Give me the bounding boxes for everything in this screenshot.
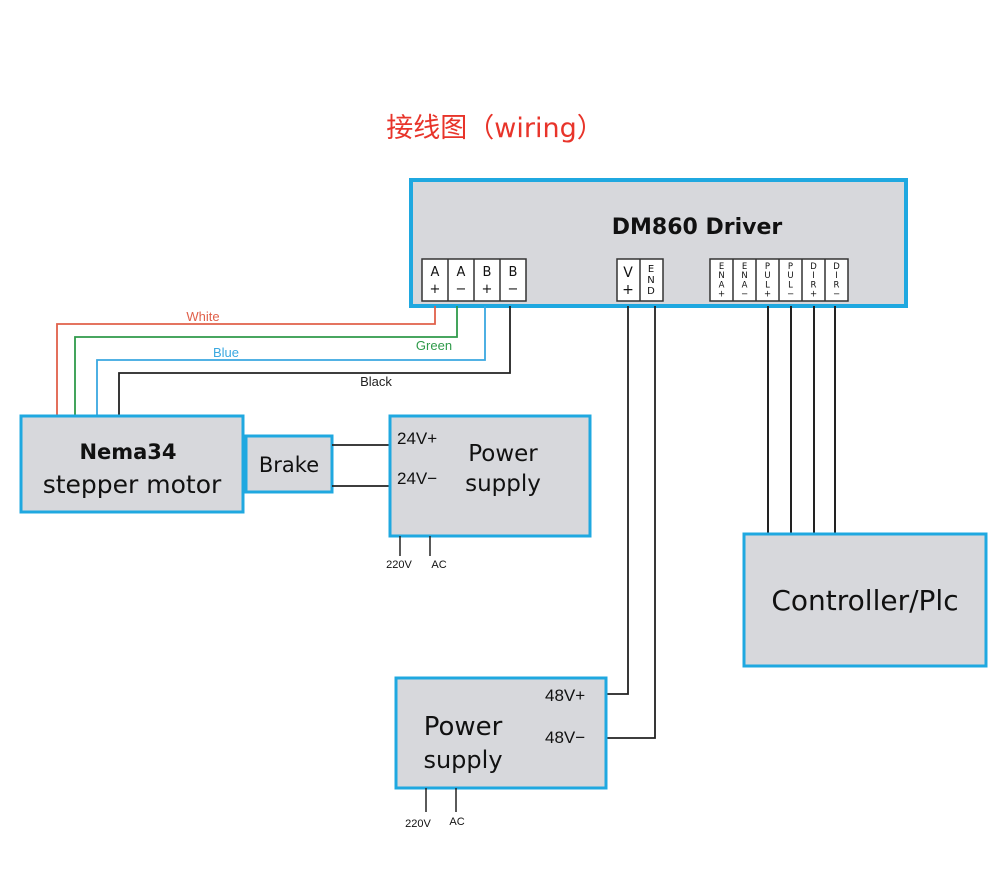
terminal-signal-3-char-3: −	[787, 290, 794, 300]
wire-blue	[96, 306, 486, 416]
terminal-power-end-char-1: N	[647, 275, 654, 286]
wire-white	[56, 306, 436, 416]
terminal-signal-5-char-2: R	[834, 280, 840, 290]
terminal-signal-1-char-2: A	[742, 280, 748, 290]
terminal-motor-3-bottom: −	[508, 282, 519, 297]
wire-power-plus	[606, 306, 629, 695]
terminal-motor-1-top: A	[457, 265, 466, 280]
main-power-input-v-label: 220V	[405, 818, 431, 830]
main-power-input-ac-label: AC	[449, 816, 464, 828]
terminal-signal-3-char-0: P	[788, 262, 793, 272]
brake-power-minus-label: 24V−	[397, 469, 437, 488]
terminal-power-v-top: V	[623, 265, 633, 281]
terminal-motor-3-top: B	[509, 265, 518, 280]
terminal-signal-5-char-0: D	[833, 262, 840, 272]
main-power-minus-label: 48V−	[545, 728, 585, 747]
terminal-signal-4-char-1: I	[812, 271, 815, 281]
terminal-signal-2-char-1: U	[764, 271, 770, 281]
terminal-motor-2-top: B	[483, 265, 492, 280]
wire-label-white: White	[186, 309, 219, 324]
motor-label-line2: stepper motor	[43, 470, 222, 499]
main-power-plus-label: 48V+	[545, 686, 585, 705]
terminal-signal-2-char-2: L	[765, 280, 770, 290]
signal-terminal-block: ENA+ENA−PUL+PUL−DIR+DIR−	[709, 258, 849, 302]
terminal-signal-0-char-1: N	[718, 271, 724, 281]
terminal-signal-5-char-3: −	[833, 290, 840, 300]
wire-green	[74, 306, 458, 416]
brake-box: Brake	[244, 434, 334, 494]
terminal-motor-2-bottom: +	[482, 282, 493, 297]
diagram-title: 接线图（wiring）	[386, 113, 603, 144]
terminal-signal-2-char-0: P	[765, 262, 770, 272]
terminal-signal-1-char-3: −	[741, 290, 748, 300]
terminal-signal-1-char-1: N	[741, 271, 747, 281]
brake-power-label-line2: supply	[465, 471, 541, 497]
terminal-power-end-char-2: D	[647, 286, 655, 297]
brake-power-supply-box: 24V+ 24V− Power supply	[388, 414, 592, 538]
terminal-motor-1-bottom: −	[456, 282, 467, 297]
brake-power-label-line1: Power	[468, 441, 538, 467]
stepper-motor-box: Nema34 stepper motor	[19, 414, 245, 514]
terminal-signal-0-char-2: A	[719, 280, 725, 290]
terminal-motor-0-top: A	[431, 265, 440, 280]
wire-label-green: Green	[416, 338, 452, 353]
main-power-label-line2: supply	[423, 746, 502, 774]
motor-terminal-block: A + A − B + B −	[421, 258, 527, 302]
terminal-signal-5-char-1: I	[835, 271, 838, 281]
terminal-signal-3-char-2: L	[788, 280, 793, 290]
terminal-signal-0-char-3: +	[718, 290, 725, 300]
brake-power-input-v-label: 220V	[386, 559, 412, 571]
terminal-signal-4-char-0: D	[810, 262, 817, 272]
controller-box: Controller/Plc	[742, 532, 988, 668]
main-power-label-line1: Power	[424, 712, 503, 742]
controller-label: Controller/Plc	[771, 584, 958, 617]
terminal-signal-3-char-1: U	[787, 271, 793, 281]
terminal-motor-0-bottom: +	[430, 282, 441, 297]
terminal-power-end-char-0: E	[648, 264, 654, 275]
wire-label-black: Black	[360, 374, 392, 389]
motor-label-line1: Nema34	[79, 440, 176, 464]
terminal-signal-4-char-3: +	[810, 290, 817, 300]
terminal-signal-4-char-2: R	[811, 280, 817, 290]
main-power-supply-box: 48V+ 48V− Power supply	[394, 676, 608, 790]
brake-power-plus-label: 24V+	[397, 429, 437, 448]
terminal-signal-2-char-3: +	[764, 290, 771, 300]
driver-label: DM860 Driver	[612, 215, 783, 240]
power-terminal-block: V+ END	[616, 258, 664, 302]
terminal-signal-1-char-0: E	[742, 262, 747, 272]
brake-label: Brake	[259, 453, 319, 477]
brake-power-input-ac-label: AC	[431, 559, 446, 571]
wire-power-minus	[606, 306, 656, 739]
wire-label-blue: Blue	[213, 345, 239, 360]
terminal-power-v-bottom: +	[622, 282, 634, 298]
terminal-signal-0-char-0: E	[719, 262, 724, 272]
wire-black	[118, 306, 511, 416]
